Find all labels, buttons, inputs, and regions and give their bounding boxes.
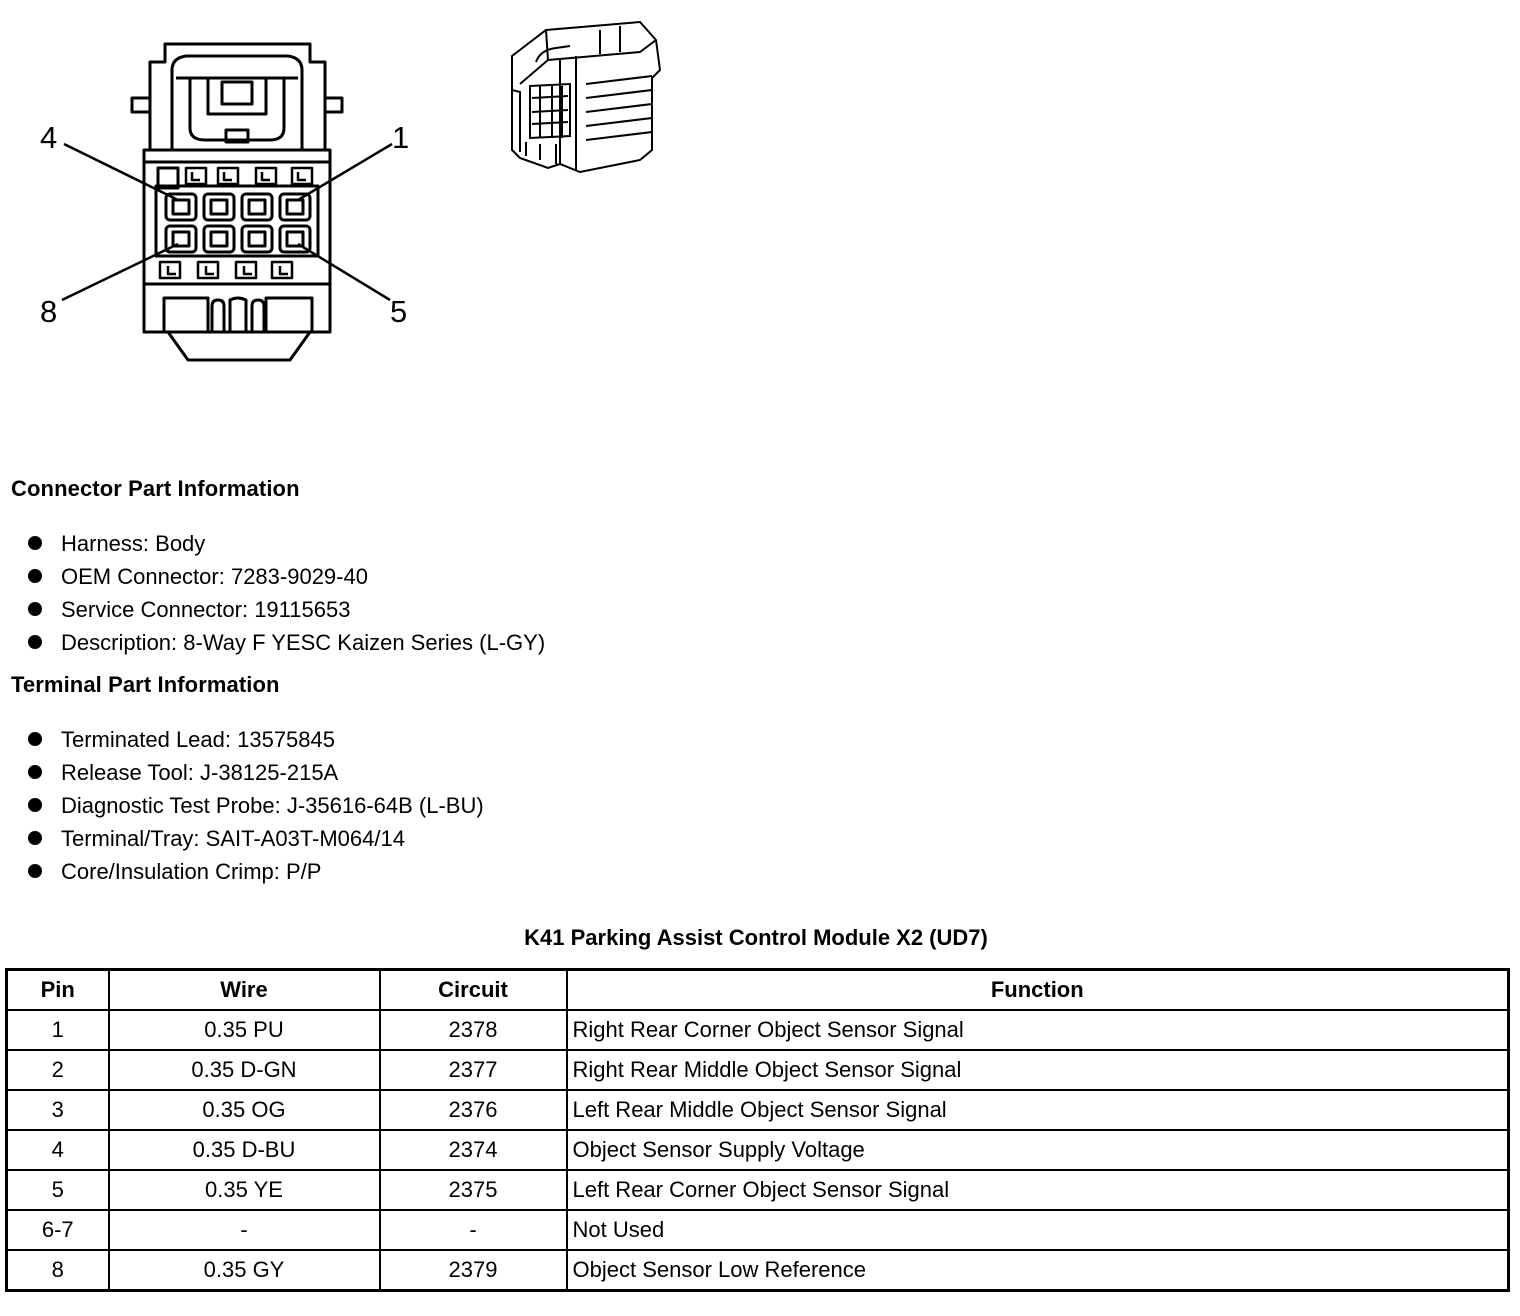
cell-wire: 0.35 D-BU [107,1129,381,1171]
table-row: 2 0.35 D-GN 2377 Right Rear Middle Objec… [5,1049,1510,1091]
table-row: 4 0.35 D-BU 2374 Object Sensor Supply Vo… [5,1129,1510,1171]
header-wire: Wire [107,968,381,1011]
pin-table: Pin Wire Circuit Function 1 0.35 PU 2378… [5,968,1510,1292]
bullet-icon [28,864,42,879]
pin-table-title: K41 Parking Assist Control Module X2 (UD… [524,925,988,950]
bullet-icon [28,765,42,780]
bullet-icon [28,602,42,617]
terminal-part-info-heading: Terminal Part Information [11,672,280,697]
cell-function: Right Rear Corner Object Sensor Signal [565,1009,1510,1051]
bullet-icon [28,732,42,747]
list-item: Core/Insulation Crimp: P/P [28,855,484,888]
cell-wire: - [107,1209,381,1251]
pin-label-5: 5 [390,294,407,329]
bullet-icon [28,635,42,650]
cell-pin: 3 [5,1089,110,1131]
cell-circuit: 2375 [378,1169,568,1211]
cell-function: Object Sensor Low Reference [565,1249,1510,1292]
list-item-text: Terminal/Tray: SAIT-A03T-M064/14 [61,826,405,851]
connector-diagram: 4 1 8 5 [40,20,662,362]
connector-isometric-view [511,20,662,174]
cell-wire: 0.35 D-GN [107,1049,381,1091]
list-item-text: Diagnostic Test Probe: J-35616-64B (L-BU… [61,793,484,818]
connector-face-view [61,42,393,362]
list-item: Service Connector: 19115653 [28,593,545,626]
cell-circuit: 2378 [378,1009,568,1051]
cell-wire: 0.35 OG [107,1089,381,1131]
list-item: Terminal/Tray: SAIT-A03T-M064/14 [28,822,484,855]
header-pin: Pin [5,968,110,1011]
list-item: OEM Connector: 7283-9029-40 [28,560,545,593]
header-function: Function [565,968,1510,1011]
bullet-icon [28,831,42,846]
list-item-text: Description: 8-Way F YESC Kaizen Series … [61,630,546,655]
pin-label-1: 1 [392,120,409,155]
table-row: 6-7 - - Not Used [5,1209,1510,1251]
cell-pin: 5 [5,1169,110,1211]
bullet-icon [28,569,42,584]
cell-wire: 0.35 GY [107,1249,381,1292]
list-item-text: Release Tool: J-38125-215A [61,760,339,785]
table-row: 1 0.35 PU 2378 Right Rear Corner Object … [5,1009,1510,1051]
list-item: Diagnostic Test Probe: J-35616-64B (L-BU… [28,789,484,822]
terminal-part-info-list: Terminated Lead: 13575845 Release Tool: … [28,723,484,888]
bullet-icon [28,798,42,813]
cell-function: Right Rear Middle Object Sensor Signal [565,1049,1510,1091]
list-item-text: Terminated Lead: 13575845 [61,727,335,752]
cell-pin: 2 [5,1049,110,1091]
header-circuit: Circuit [378,968,568,1011]
connector-part-info-list: Harness: Body OEM Connector: 7283-9029-4… [28,527,545,659]
connector-part-info-heading: Connector Part Information [11,476,300,501]
list-item: Release Tool: J-38125-215A [28,756,484,789]
cell-pin: 8 [5,1249,110,1292]
cell-pin: 6-7 [5,1209,110,1251]
pin-label-4: 4 [40,120,57,155]
cell-circuit: 2377 [378,1049,568,1091]
list-item-text: Core/Insulation Crimp: P/P [61,859,322,884]
cell-wire: 0.35 PU [107,1009,381,1051]
table-header-row: Pin Wire Circuit Function [5,968,1510,1011]
list-item-text: OEM Connector: 7283-9029-40 [61,564,368,589]
list-item: Description: 8-Way F YESC Kaizen Series … [28,626,545,659]
pin-label-8: 8 [40,294,57,329]
cell-wire: 0.35 YE [107,1169,381,1211]
list-item: Harness: Body [28,527,545,560]
cell-pin: 4 [5,1129,110,1171]
list-item-text: Service Connector: 19115653 [61,597,351,622]
list-item-text: Harness: Body [61,531,206,556]
list-item: Terminated Lead: 13575845 [28,723,484,756]
table-row: 5 0.35 YE 2375 Left Rear Corner Object S… [5,1169,1510,1211]
cell-pin: 1 [5,1009,110,1051]
cell-function: Object Sensor Supply Voltage [565,1129,1510,1171]
table-row: 8 0.35 GY 2379 Object Sensor Low Referen… [5,1249,1510,1292]
cell-function: Not Used [565,1209,1510,1251]
cell-circuit: 2379 [378,1249,568,1292]
cell-circuit: - [378,1209,568,1251]
cell-function: Left Rear Middle Object Sensor Signal [565,1089,1510,1131]
cell-circuit: 2376 [378,1089,568,1131]
cell-function: Left Rear Corner Object Sensor Signal [565,1169,1510,1211]
bullet-icon [28,536,42,551]
table-row: 3 0.35 OG 2376 Left Rear Middle Object S… [5,1089,1510,1131]
cell-circuit: 2374 [378,1129,568,1171]
